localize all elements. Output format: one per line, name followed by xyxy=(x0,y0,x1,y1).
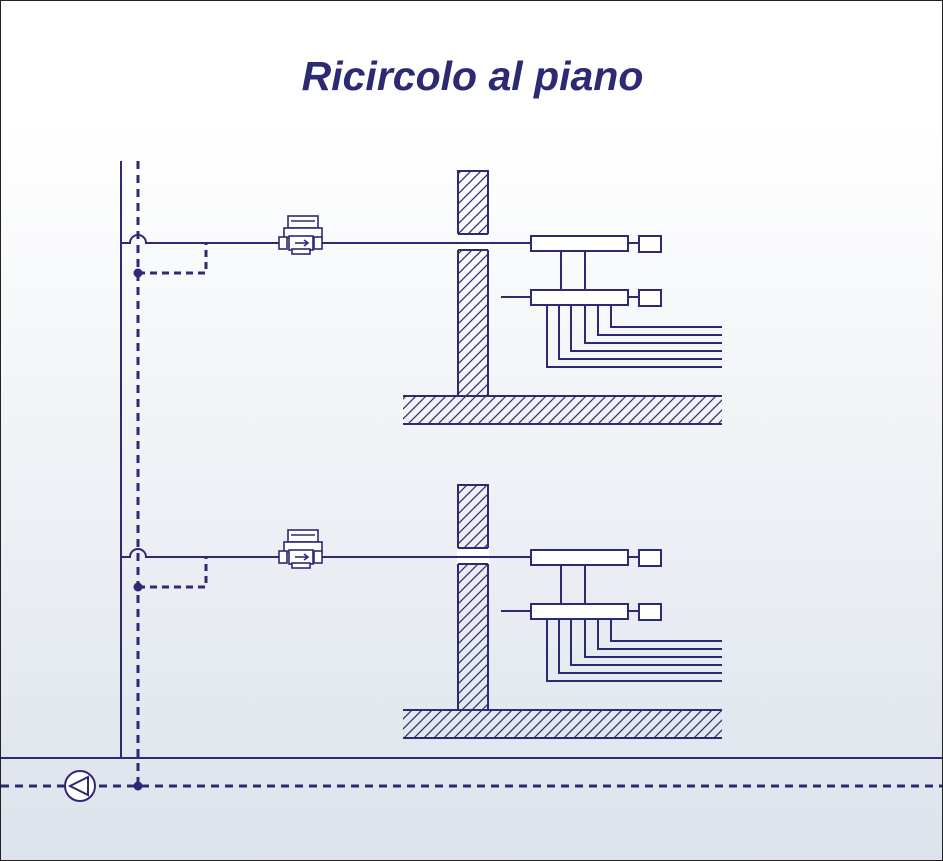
diagram-title: Ricircolo al piano xyxy=(301,53,644,99)
recirculation-branch xyxy=(138,243,208,275)
circulation-pump-icon xyxy=(64,770,96,802)
manifold-upper xyxy=(530,549,629,566)
floor-upper xyxy=(121,170,722,425)
valve-icon xyxy=(638,603,662,621)
junction-dot xyxy=(133,582,143,592)
floor-slab xyxy=(403,396,722,424)
manifold-lower xyxy=(530,289,629,306)
pipe-crossover xyxy=(121,548,279,558)
junction-dot xyxy=(133,268,143,278)
wall xyxy=(457,170,489,397)
valve-icon xyxy=(638,235,662,253)
pipe-crossover xyxy=(121,234,279,244)
manifold-lower xyxy=(530,603,629,620)
wall xyxy=(457,484,489,711)
junction-dot-bottom xyxy=(133,781,143,791)
water-meter-icon xyxy=(278,529,323,569)
manifold-upper xyxy=(530,235,629,252)
recirculation-branch xyxy=(138,557,208,589)
valve-icon xyxy=(638,289,662,307)
valve-icon xyxy=(638,549,662,567)
water-meter-icon xyxy=(278,215,323,255)
floor-slab xyxy=(403,710,722,738)
floor-lower xyxy=(121,484,722,739)
